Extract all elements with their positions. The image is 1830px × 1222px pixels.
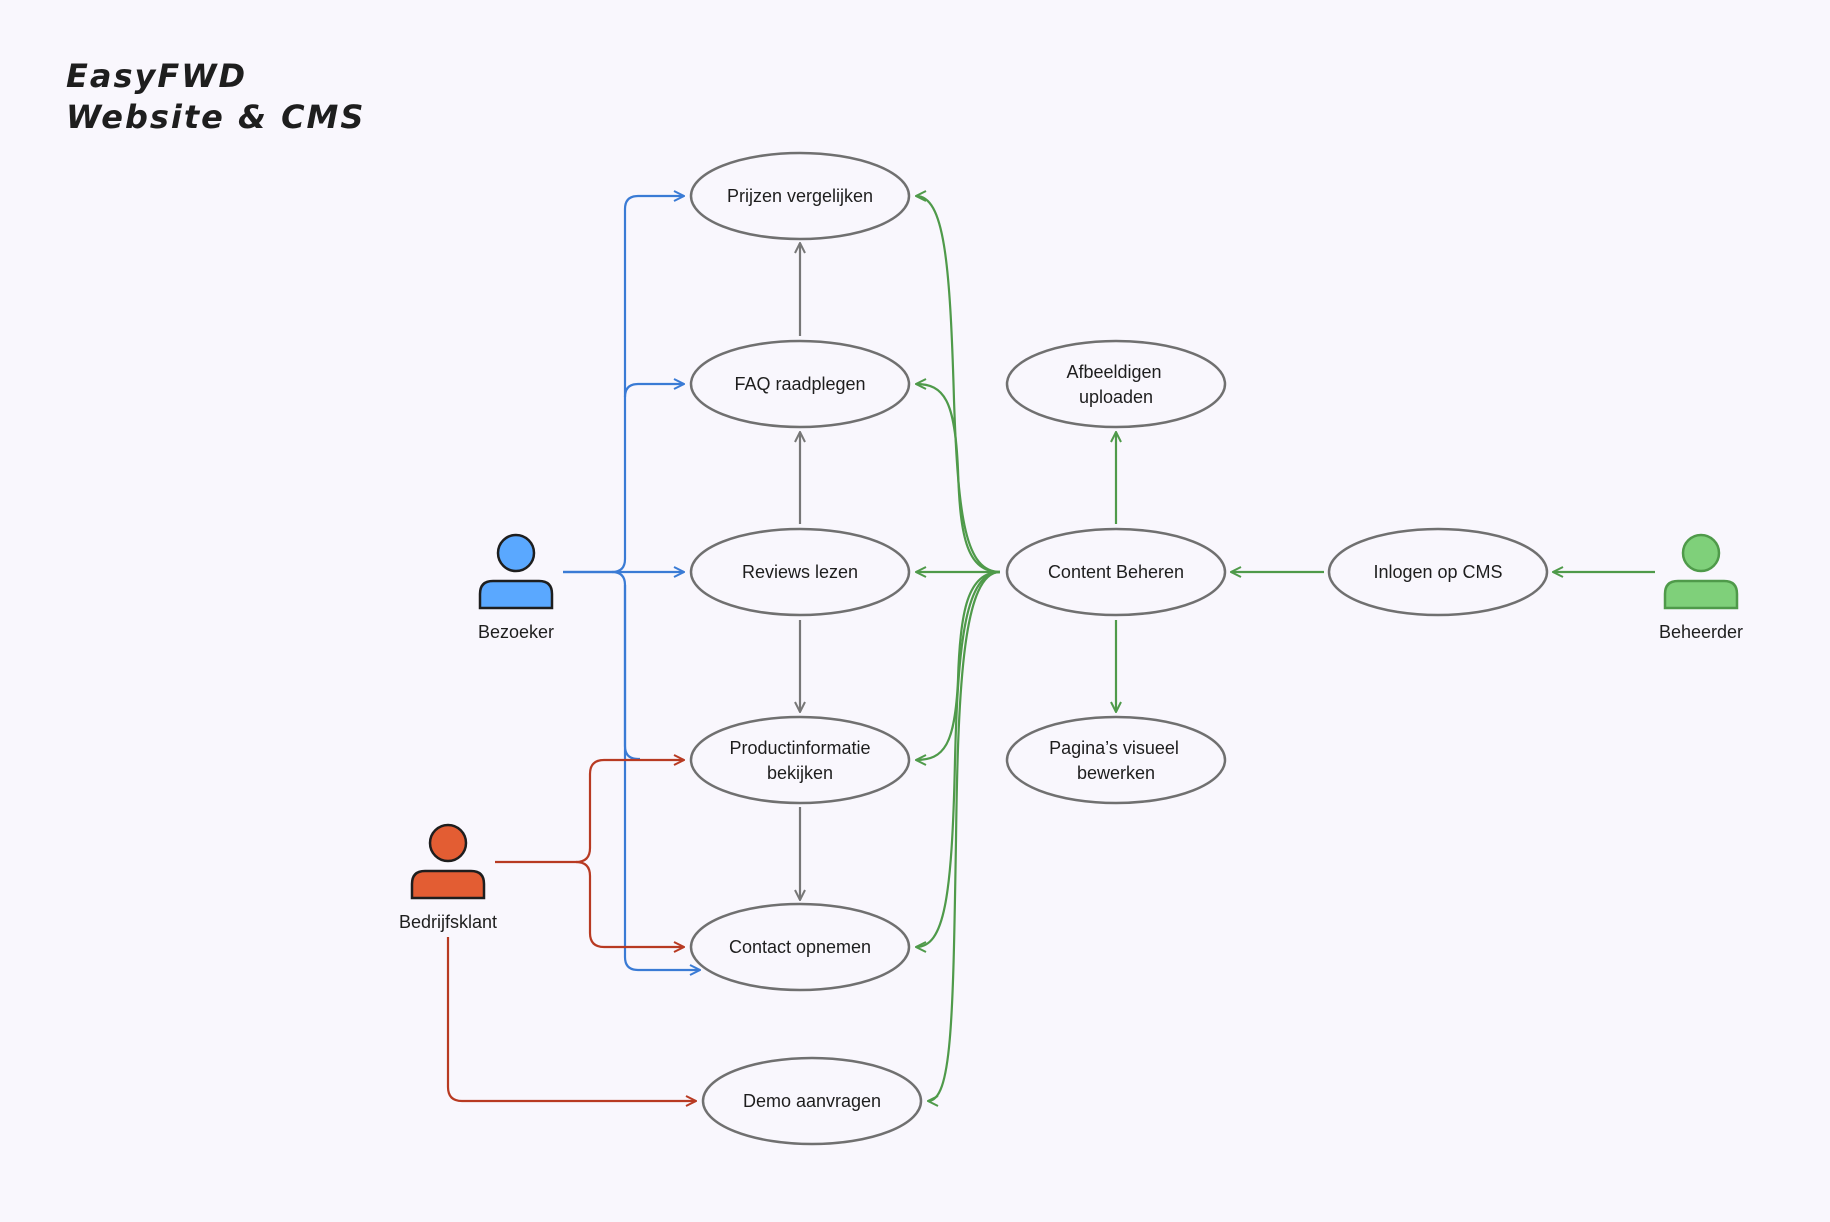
usecase-paginas[interactable]: Pagina’s visueel bewerken [1005,715,1227,805]
edge-bedrijfsklant-contact [575,860,684,947]
usecase-contact[interactable]: Contact opnemen [689,902,911,992]
actor-bedrijfsklant[interactable]: Bedrijfsklant [399,823,497,932]
usecase-reviews-label: Reviews lezen [742,562,858,582]
usecase-faq-label: FAQ raadplegen [734,374,865,394]
actor-bedrijfsklant-label: Bedrijfsklant [399,912,497,932]
usecase-afbeeldingen-label-1: Afbeeldigen [1066,362,1161,382]
usecase-inlogen[interactable]: Inlogen op CMS [1327,527,1549,617]
usecase-prijzen[interactable]: Prijzen vergelijken [689,151,911,241]
edge-content-demo [928,570,1001,1101]
title-line-1: EasyFWD [66,57,247,95]
bedrijfsklant-connectors [446,760,696,1101]
usecase-content[interactable]: Content Beheren [1005,527,1227,617]
usecase-afbeeldingen-label-2: uploaden [1079,387,1153,407]
edge-bezoeker-contact [623,585,700,970]
diagram-title: EasyFWD Website & CMS [66,57,365,136]
actor-beheerder[interactable]: Beheerder [1659,533,1743,642]
usecase-paginas-label-2: bewerken [1077,763,1155,783]
edge-content-faq [916,384,1001,574]
actor-bezoeker[interactable]: Bezoeker [478,533,554,642]
usecase-prijzen-label: Prijzen vergelijken [727,186,873,206]
edge-bedrijfsklant-product [495,760,684,864]
usecase-inlogen-label: Inlogen op CMS [1373,562,1502,582]
usecase-contact-label: Contact opnemen [729,937,871,957]
edge-bedrijfsklant-demo [446,937,696,1101]
edge-content-contact [916,570,1001,947]
title-line-2: Website & CMS [66,98,365,136]
usecase-faq[interactable]: FAQ raadplegen [689,339,911,429]
actor-beheerder-label: Beheerder [1659,622,1743,642]
actor-bezoeker-label: Bezoeker [478,622,554,642]
usecase-paginas-label-1: Pagina’s visueel [1049,738,1179,758]
usecase-product-label-2: bekijken [767,763,833,783]
use-cases: Prijzen vergelijken FAQ raadplegen Revie… [689,151,1549,1146]
usecase-product-label-1: Productinformatie [729,738,870,758]
beheerder-connectors [916,196,1655,1101]
edge-bezoeker-faq [623,384,684,398]
usecase-demo-label: Demo aanvragen [743,1091,881,1111]
usecase-reviews[interactable]: Reviews lezen [689,527,911,617]
usecase-demo[interactable]: Demo aanvragen [701,1056,923,1146]
person-icon [1663,533,1739,610]
usecase-content-label: Content Beheren [1048,562,1184,582]
edge-content-prijzen [916,196,1001,574]
person-icon [478,533,554,610]
usecase-product[interactable]: Productinformatie bekijken [689,715,911,805]
bezoeker-connectors [563,196,700,970]
usecase-afbeeldingen[interactable]: Afbeeldigen uploaden [1005,339,1227,429]
person-icon [410,823,486,900]
